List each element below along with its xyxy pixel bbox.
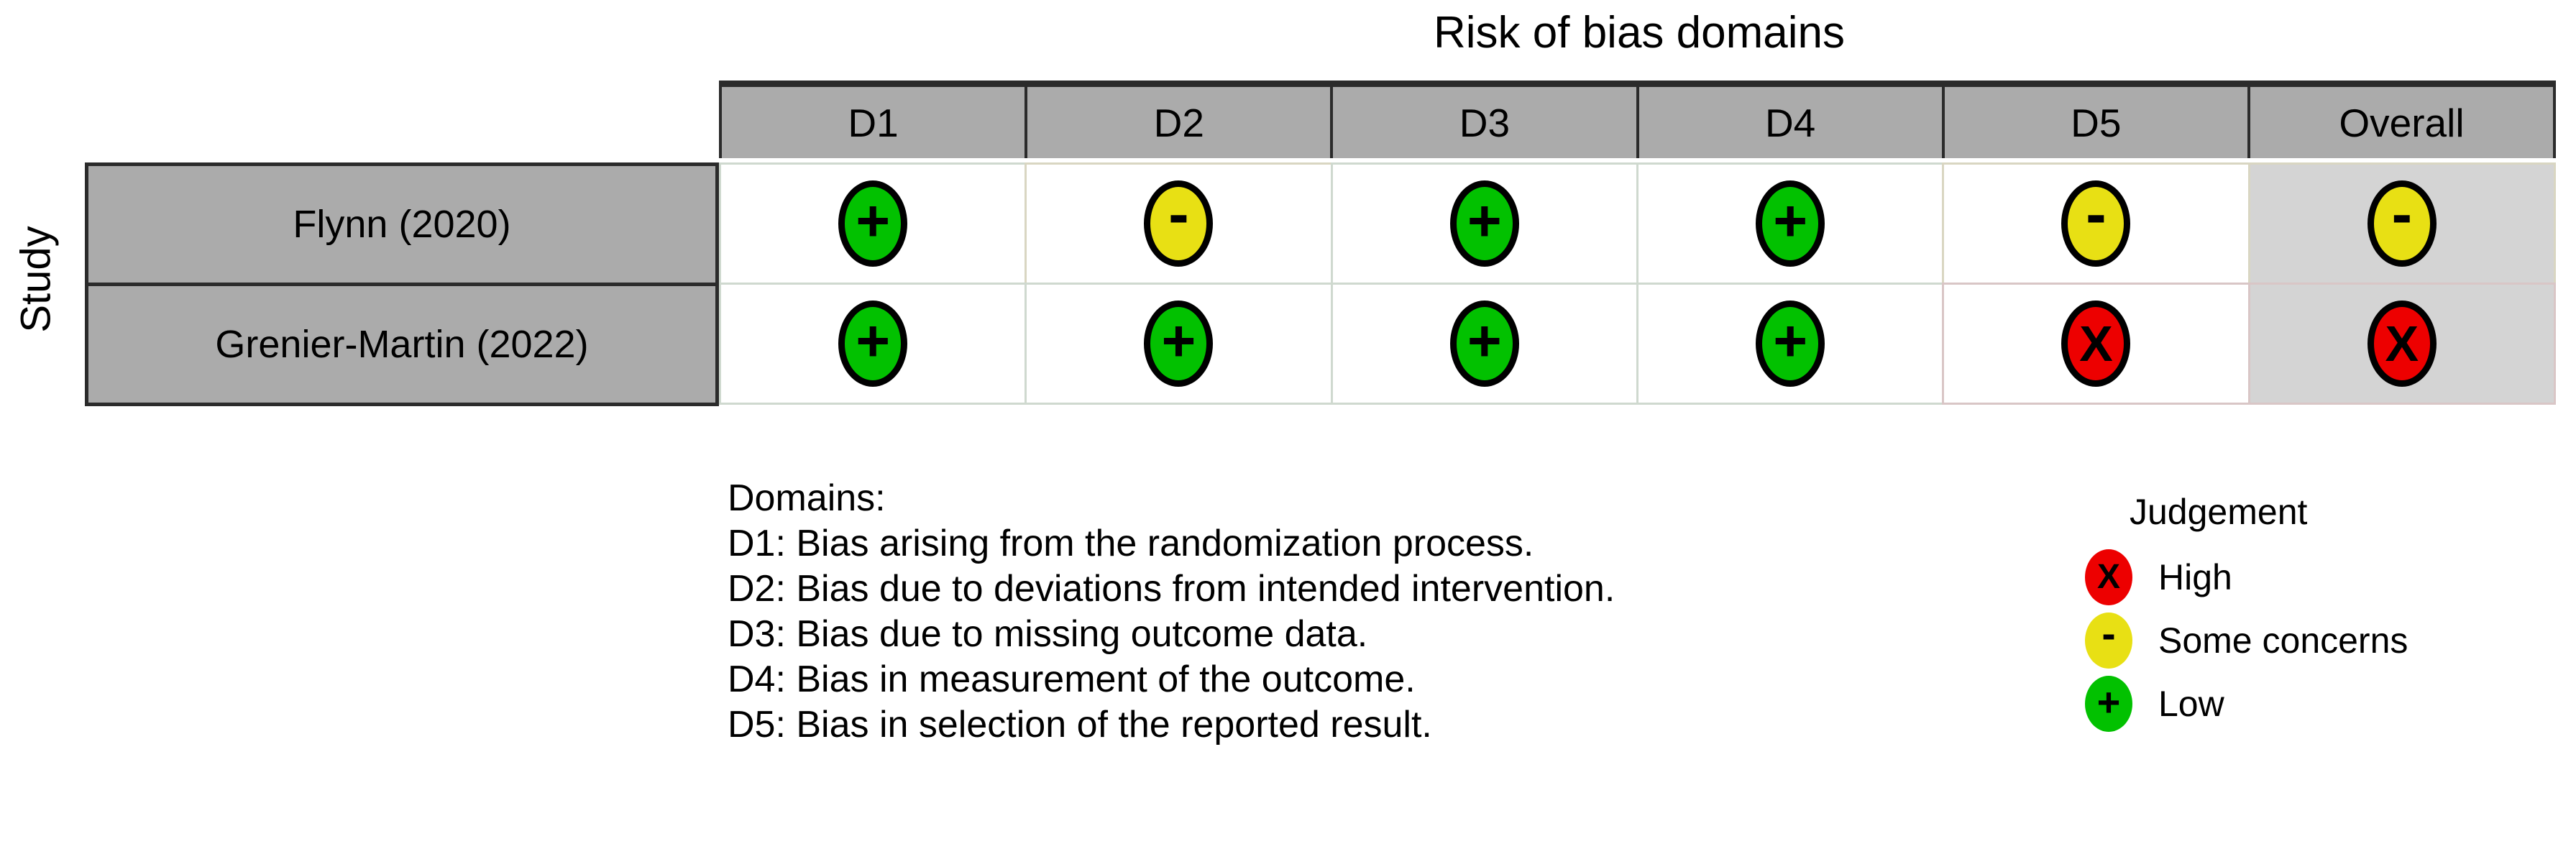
domain-description-d3: D3: Bias due to missing outcome data.	[728, 613, 1368, 655]
judgement-cell-d1: +	[719, 162, 1027, 285]
judgement-cell-d4: +	[1636, 283, 1945, 405]
judgement-token-low: +	[838, 180, 908, 267]
judgement-token-high: X	[2061, 301, 2131, 387]
judgement-glyph: +	[2096, 679, 2121, 725]
table-row: Grenier-Martin (2022) + + + + X X	[85, 283, 2556, 406]
judgement-glyph: X	[2079, 316, 2113, 372]
judgement-token-some: -	[2085, 613, 2132, 669]
judgement-cell-d2: +	[1025, 283, 1333, 405]
judgement-glyph: +	[1467, 308, 1502, 374]
judgement-glyph: +	[1773, 188, 1808, 254]
judgement-token-high: X	[2085, 549, 2132, 605]
legend-item-low: + Low	[2085, 674, 2408, 733]
judgement-cell-overall: -	[2247, 162, 2556, 285]
judgement-glyph: -	[1168, 180, 1189, 249]
judgement-cell-d2: -	[1025, 162, 1333, 285]
judgement-token-low: +	[2085, 676, 2132, 732]
judgement-glyph: -	[2086, 180, 2107, 249]
column-header-d4: D4	[1636, 87, 1945, 158]
judgement-glyph: +	[1773, 308, 1808, 374]
judgement-cells: + - + + - -	[719, 162, 2556, 285]
legend-item-label: Low	[2158, 684, 2224, 724]
column-header-d1: D1	[719, 87, 1028, 158]
judgement-token-low: +	[1144, 301, 1214, 387]
judgement-legend-title: Judgement	[2130, 492, 2308, 532]
page-title: Risk of bias domains	[1433, 8, 1846, 58]
judgement-glyph: +	[1467, 188, 1502, 254]
judgement-cell-overall: X	[2247, 283, 2556, 405]
column-header-label: D3	[1459, 100, 1511, 145]
judgement-glyph: X	[2096, 558, 2120, 596]
legend-item-some: - Some concerns	[2085, 611, 2408, 670]
judgement-cell-d3: +	[1330, 162, 1638, 285]
column-header-d5: D5	[1941, 87, 2250, 158]
judgement-glyph: X	[2385, 316, 2419, 372]
table-row: Flynn (2020) + - + + - -	[85, 162, 2556, 286]
risk-of-bias-grid: Flynn (2020)+-++--Grenier-Martin (2022)+…	[85, 162, 2556, 406]
judgement-token-low: +	[1449, 301, 1519, 387]
judgement-token-low: +	[1449, 180, 1519, 267]
judgement-cell-d1: +	[719, 283, 1027, 405]
judgement-cell-d4: +	[1636, 162, 1945, 285]
judgement-glyph: +	[856, 308, 891, 374]
legend-item-label: Some concerns	[2158, 620, 2408, 661]
judgement-glyph: -	[2391, 180, 2413, 249]
domain-header-row: D1 D2 D3 D4 D5 Overall	[719, 81, 2557, 158]
legend-item-label: High	[2158, 557, 2232, 597]
judgement-token-some: -	[1144, 180, 1214, 267]
column-header-label: D4	[1764, 100, 1816, 145]
study-label: Grenier-Martin (2022)	[85, 283, 719, 406]
judgement-token-high: X	[2367, 301, 2437, 387]
column-header-d3: D3	[1330, 87, 1639, 158]
judgement-token-some: -	[2061, 180, 2131, 267]
judgement-token-low: +	[1756, 180, 1825, 267]
domain-description-d4: D4: Bias in measurement of the outcome.	[728, 659, 1416, 700]
judgement-glyph: +	[1161, 308, 1196, 374]
domain-description-d1: D1: Bias arising from the randomization …	[728, 523, 1534, 564]
judgement-token-low: +	[838, 301, 908, 387]
judgement-glyph: +	[856, 188, 891, 254]
column-header-label: D2	[1153, 100, 1204, 145]
study-label: Flynn (2020)	[85, 162, 719, 286]
domains-legend: Domains:D1: Bias arising from the random…	[728, 476, 1615, 748]
judgement-legend: Judgement X High - Some concerns + Low	[2085, 492, 2408, 738]
judgement-token-some: -	[2367, 180, 2437, 267]
judgement-cell-d5: X	[1942, 283, 2250, 405]
column-header-label: D5	[2071, 100, 2122, 145]
judgement-cell-d3: +	[1330, 283, 1638, 405]
domain-description-d2: D2: Bias due to deviations from intended…	[728, 568, 1615, 610]
judgement-legend-items: X High - Some concerns + Low	[2085, 548, 2408, 733]
judgement-cell-d5: -	[1942, 162, 2250, 285]
legend-item-high: X High	[2085, 548, 2408, 607]
judgement-cells: + + + + X X	[719, 283, 2556, 405]
column-header-overall: Overall	[2247, 87, 2557, 158]
judgement-token-low: +	[1756, 301, 1825, 387]
column-header-label: D1	[848, 100, 899, 145]
judgement-glyph: -	[2101, 610, 2116, 657]
domains-legend-title: Domains:	[728, 477, 886, 519]
column-header-d2: D2	[1025, 87, 1334, 158]
y-axis-label: Study	[12, 226, 60, 333]
domain-description-d5: D5: Bias in selection of the reported re…	[728, 704, 1432, 746]
column-header-label: Overall	[2339, 100, 2465, 145]
